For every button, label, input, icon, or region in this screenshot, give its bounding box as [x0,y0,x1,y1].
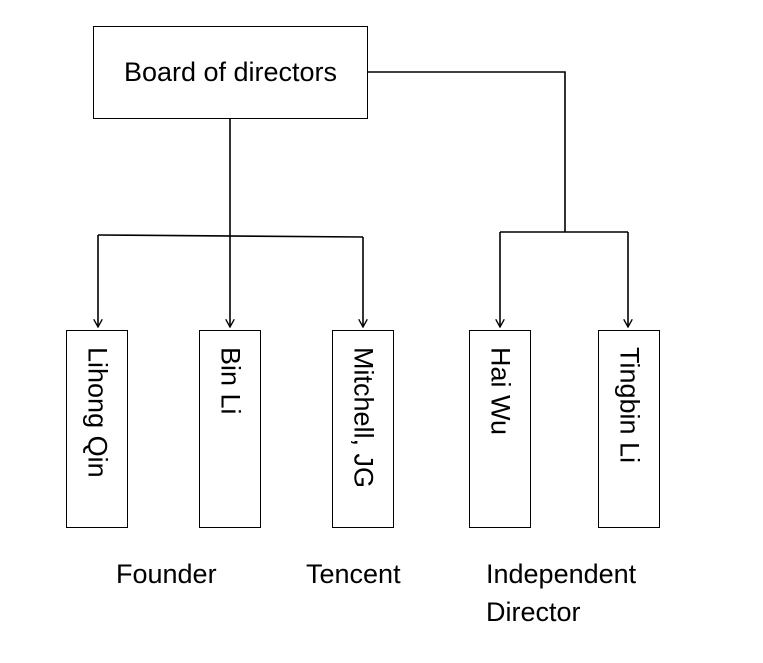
member-box-lihong-qin: Lihong Qin [66,330,128,528]
member-name: Bin Li [215,347,246,415]
trunk-line-right [368,71,566,232]
member-name: Hai Wu [485,347,516,436]
board-of-directors-box: Board of directors [93,26,368,119]
group-label-independent-director: Independent Director [486,555,636,631]
board-of-directors-label: Board of directors [123,57,338,87]
member-box-mitchell-jg: Mitchell, JG [332,330,394,528]
member-name: Tingbin Li [614,347,645,464]
group-label-line: Independent [486,559,637,589]
member-box-tingbin-li: Tingbin Li [598,330,660,528]
group-label-line: Director [486,597,581,627]
branch-line-left [97,234,364,238]
group-label-founder: Founder [116,559,217,589]
member-name: Mitchell, JG [348,347,379,489]
member-name: Lihong Qin [82,347,113,478]
member-box-hai-wu: Hai Wu [469,330,531,528]
group-label-tencent: Tencent [306,559,401,589]
member-box-bin-li: Bin Li [199,330,261,528]
